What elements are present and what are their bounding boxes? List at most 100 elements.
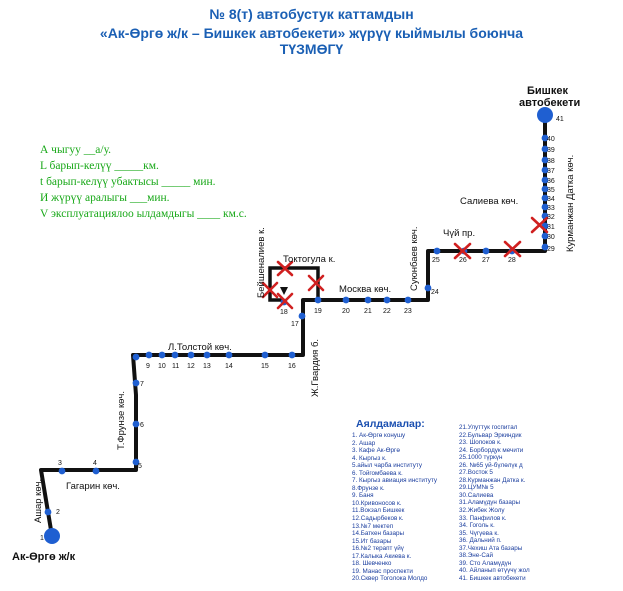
legend-item: 9. Баня bbox=[352, 492, 374, 500]
stop-12 bbox=[187, 351, 195, 359]
legend-item: 24. Борбордук мечити bbox=[459, 446, 524, 454]
legend-item: 3. Кафе Ак-Өргө bbox=[352, 447, 400, 455]
stop-21 bbox=[364, 296, 372, 304]
legend-item: 17.Калыка Акиева к. bbox=[352, 552, 412, 560]
stop-number: 3 bbox=[58, 460, 62, 467]
stop-number: 17 bbox=[291, 321, 299, 328]
stop-number: 2 bbox=[56, 509, 60, 516]
legend-item: 12.Садырбеков к. bbox=[352, 515, 404, 523]
street-label: Москва көч. bbox=[339, 284, 391, 295]
legend-item: 22.Бульвар Эркиндик bbox=[459, 431, 522, 439]
stop-4 bbox=[92, 467, 100, 475]
stop-number: 39 bbox=[547, 147, 555, 154]
street-label: Курманжан Датка көч. bbox=[565, 155, 576, 252]
legend-item: 4. Кыргыз к. bbox=[352, 454, 387, 462]
stop-22 bbox=[383, 296, 391, 304]
legend-item: 5.айыл чарба институту bbox=[352, 462, 422, 470]
stop-number: 35 bbox=[547, 187, 555, 194]
stop-number: 38 bbox=[547, 158, 555, 165]
legend-item: 35. Чүгүева к. bbox=[459, 529, 499, 537]
stop-numbers: 1 2 3 4 5 6 7 8 9 10 11 12 13 14 15 16 1… bbox=[40, 116, 564, 542]
closure-cross-icon bbox=[307, 274, 325, 292]
stop-number: 29 bbox=[547, 246, 555, 253]
stop-33 bbox=[541, 203, 549, 211]
stop-number: 34 bbox=[547, 196, 555, 203]
stop-number: 11 bbox=[172, 363, 179, 370]
closure-cross-icon bbox=[261, 281, 279, 299]
legend-item: 15.Ит базары bbox=[352, 537, 392, 545]
stop-number: 10 bbox=[158, 363, 166, 370]
title-line-3: ТҮЗМӨГҮ bbox=[279, 41, 344, 57]
street-label: Гагарин көч. bbox=[66, 481, 120, 492]
stop-13 bbox=[203, 351, 211, 359]
start-label: Ак-Өргө ж/к bbox=[12, 551, 76, 563]
stop-41 bbox=[537, 107, 553, 123]
legend-item: 7. Кыргыз авиация институту bbox=[352, 477, 438, 485]
closure-cross-icon bbox=[276, 292, 294, 310]
stop-number: 41 bbox=[556, 116, 564, 123]
info-line: L барып-келүү _____км. bbox=[40, 160, 159, 172]
street-label: Ашар көч. bbox=[33, 479, 44, 523]
title-line-2: «Ак-Өргө ж/к – Бишкек автобекети» жүрүү … bbox=[99, 25, 524, 41]
legend-item: 10.Кривоносов к. bbox=[352, 499, 402, 507]
stop-number: 12 bbox=[187, 363, 195, 370]
legend-item: 25.1000 түркүн bbox=[459, 454, 503, 462]
closure-crosses bbox=[261, 216, 549, 310]
street-labels: Ашар көч. Гагарин көч. Т.Фрунзе көч. Л.Т… bbox=[33, 155, 576, 523]
stop-number: 28 bbox=[508, 257, 516, 264]
stop-number: 36 bbox=[547, 178, 555, 185]
legend-item: 13.№7 мектеп bbox=[352, 522, 394, 530]
stop-2 bbox=[44, 508, 52, 516]
stop-9 bbox=[145, 351, 153, 359]
info-line: А чыгуу __а/у. bbox=[40, 144, 112, 156]
stop-number: 21 bbox=[364, 308, 372, 315]
stop-25 bbox=[433, 247, 441, 255]
info-line: t барып-келүү убактысы _____ мин. bbox=[40, 176, 216, 188]
legend-item: 33. Панфилов к. bbox=[459, 514, 507, 522]
legend-item: 2. Ашар bbox=[352, 439, 376, 447]
legend-item: 31.Аламүдүн базары bbox=[459, 499, 520, 507]
legend-item: 1. Ак-Өргө конушу bbox=[352, 432, 406, 439]
closure-cross-icon bbox=[503, 240, 522, 258]
legend-item: 19. Манас проспекти bbox=[352, 567, 413, 575]
legend-item: 18. Шевченко bbox=[352, 560, 392, 568]
legend-column-1: 1. Ак-Өргө конушу 2. Ашар 3. Кафе Ак-Өрг… bbox=[352, 432, 437, 583]
legend-item: 21.Улуттук госпитал bbox=[459, 424, 518, 431]
stop-6 bbox=[132, 420, 140, 428]
street-label: Ж.Гвардия б. bbox=[310, 339, 321, 397]
stop-30 bbox=[541, 232, 549, 240]
stop-3 bbox=[58, 467, 66, 475]
legend-item: 23. Шопоков к. bbox=[459, 439, 502, 447]
stop-number: 4 bbox=[93, 460, 97, 467]
legend-item: 8.Фрунзе к. bbox=[352, 484, 385, 492]
direction-arrow-icon bbox=[280, 287, 288, 295]
stops bbox=[44, 107, 553, 544]
legend-item: 20.Сквер Тоголока Молдо bbox=[352, 575, 428, 583]
stop-number: 25 bbox=[432, 257, 440, 264]
stop-number: 33 bbox=[547, 205, 555, 212]
legend-item: 38.Эне-Сай bbox=[459, 552, 493, 560]
stop-15 bbox=[261, 351, 269, 359]
stop-number: 9 bbox=[146, 363, 150, 370]
stop-40 bbox=[541, 134, 549, 142]
stop-number: 30 bbox=[547, 234, 555, 241]
stops-legend: Аялдамалар: 1. Ак-Өргө конушу 2. Ашар 3.… bbox=[352, 418, 622, 591]
stop-number: 23 bbox=[404, 308, 412, 315]
stop-number: 13 bbox=[203, 363, 211, 370]
info-line: V эксплуатациялоо ылдамдыгы ____ км.с. bbox=[40, 208, 247, 220]
stop-number: 1 bbox=[40, 535, 44, 542]
stop-34 bbox=[541, 194, 549, 202]
legend-item: 37.Чехиш Ата базары bbox=[459, 544, 523, 552]
stop-23 bbox=[404, 296, 412, 304]
stop-number: 37 bbox=[547, 168, 555, 175]
title-line-1: № 8(т) автобустук каттамдын bbox=[209, 6, 414, 22]
stop-24 bbox=[424, 284, 432, 292]
street-label: Суюнбаев көч. bbox=[409, 227, 420, 292]
stop-5 bbox=[132, 458, 140, 466]
legend-item: 11.Вокзал Бишкек bbox=[352, 507, 405, 515]
stop-29 bbox=[541, 243, 549, 251]
stop-number: 7 bbox=[140, 381, 144, 388]
closure-cross-icon bbox=[453, 242, 472, 260]
stop-number: 14 bbox=[225, 363, 233, 370]
